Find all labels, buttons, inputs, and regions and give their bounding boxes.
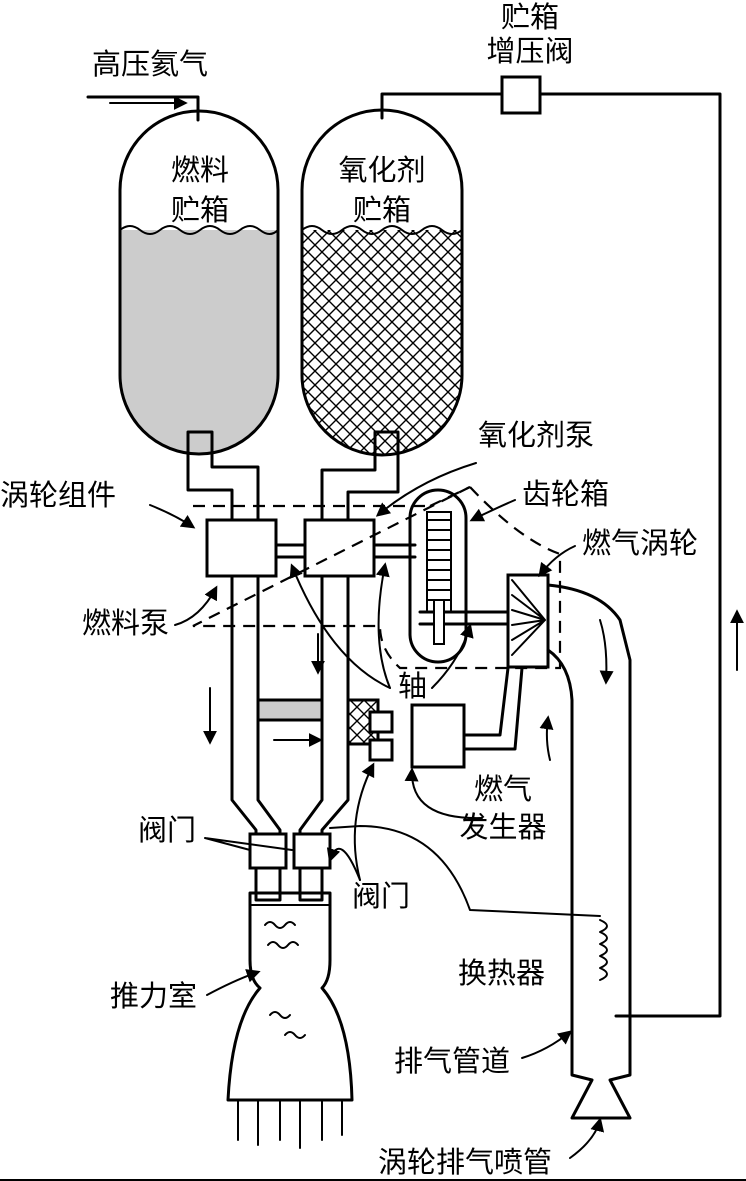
gg-oxidizer-valve xyxy=(368,710,394,734)
fuel-main-valve xyxy=(248,832,288,870)
pressurization-return-line xyxy=(538,92,722,1018)
leader-valves-right-1 xyxy=(353,762,375,881)
exhaust-flow-arrow xyxy=(599,619,614,685)
oxidizer-pump-box xyxy=(303,518,376,578)
leader-gas-generator xyxy=(404,767,483,820)
pressurization-line xyxy=(380,92,504,120)
label-fuel-pump: 燃料泵 xyxy=(82,606,170,640)
label-oxidizer-pump: 氧化剂泵 xyxy=(478,418,595,452)
leader-valves-left xyxy=(204,837,293,851)
label-turbine-exhaust-nozzle: 涡轮排气喷管 xyxy=(378,1145,553,1179)
label-turbine-assembly: 涡轮组件 xyxy=(0,478,117,512)
label-gas-generator: 燃气 发生器 xyxy=(459,772,547,844)
leader-valves-right-2 xyxy=(326,847,361,881)
fuel-tank xyxy=(118,109,280,456)
gg-fuel-valve xyxy=(368,738,394,762)
label-gas-turbine: 燃气涡轮 xyxy=(582,526,699,560)
turbine-assembly-outline xyxy=(192,485,562,670)
pressurization-valve-box xyxy=(500,75,542,115)
leader-gearbox xyxy=(469,499,516,522)
leader-fuel-pump xyxy=(174,585,218,626)
exhaust-duct-body xyxy=(546,583,632,1120)
fuel-pump-box xyxy=(205,518,278,578)
heat-exchanger-line xyxy=(329,825,601,917)
label-tank-pressure-valve: 贮箱 增压阀 xyxy=(486,0,574,68)
label-gearbox: 齿轮箱 xyxy=(522,477,610,511)
label-valves-left: 阀门 xyxy=(138,813,197,847)
label-fuel-tank: 燃料 贮箱 xyxy=(170,153,229,227)
label-shaft: 轴 xyxy=(398,669,428,703)
gg-exhaust-flow-arrow xyxy=(539,715,554,761)
label-valves-right: 阀门 xyxy=(352,879,411,913)
fuel-line xyxy=(186,430,324,902)
leader-shaft-3 xyxy=(431,623,474,689)
oxidizer-main-valve xyxy=(292,832,332,870)
leader-turbine-assembly xyxy=(149,504,196,529)
gas-generator-box xyxy=(410,703,466,769)
label-thrust-chamber: 推力室 xyxy=(110,979,198,1013)
gearbox-body xyxy=(408,488,468,664)
oxidizer-line xyxy=(298,430,400,902)
leader-gas-turbine xyxy=(538,545,576,578)
leader-oxidizer-pump xyxy=(375,462,477,517)
leader-thrust-chamber xyxy=(206,969,261,996)
leader-shaft-1 xyxy=(289,563,391,689)
label-exhaust-duct: 排气管道 xyxy=(394,1044,511,1078)
helium-line xyxy=(86,95,200,122)
leader-turbine-exhaust-nozzle xyxy=(569,1117,605,1159)
gas-turbine-body xyxy=(506,573,550,669)
label-oxidizer-tank: 氧化剂 贮箱 xyxy=(338,153,426,227)
thrust-chamber-body xyxy=(226,891,354,1149)
label-heat-exchanger: 换热器 xyxy=(458,956,546,990)
leader-exhaust-duct xyxy=(521,1030,573,1059)
gg-exhaust-pipe xyxy=(462,666,510,737)
label-high-pressure-helium: 高压氦气 xyxy=(92,47,209,81)
oxidizer-tank xyxy=(300,108,464,457)
gg-exhaust-pipe-2 xyxy=(462,666,524,751)
leader-shaft-2 xyxy=(375,562,391,689)
